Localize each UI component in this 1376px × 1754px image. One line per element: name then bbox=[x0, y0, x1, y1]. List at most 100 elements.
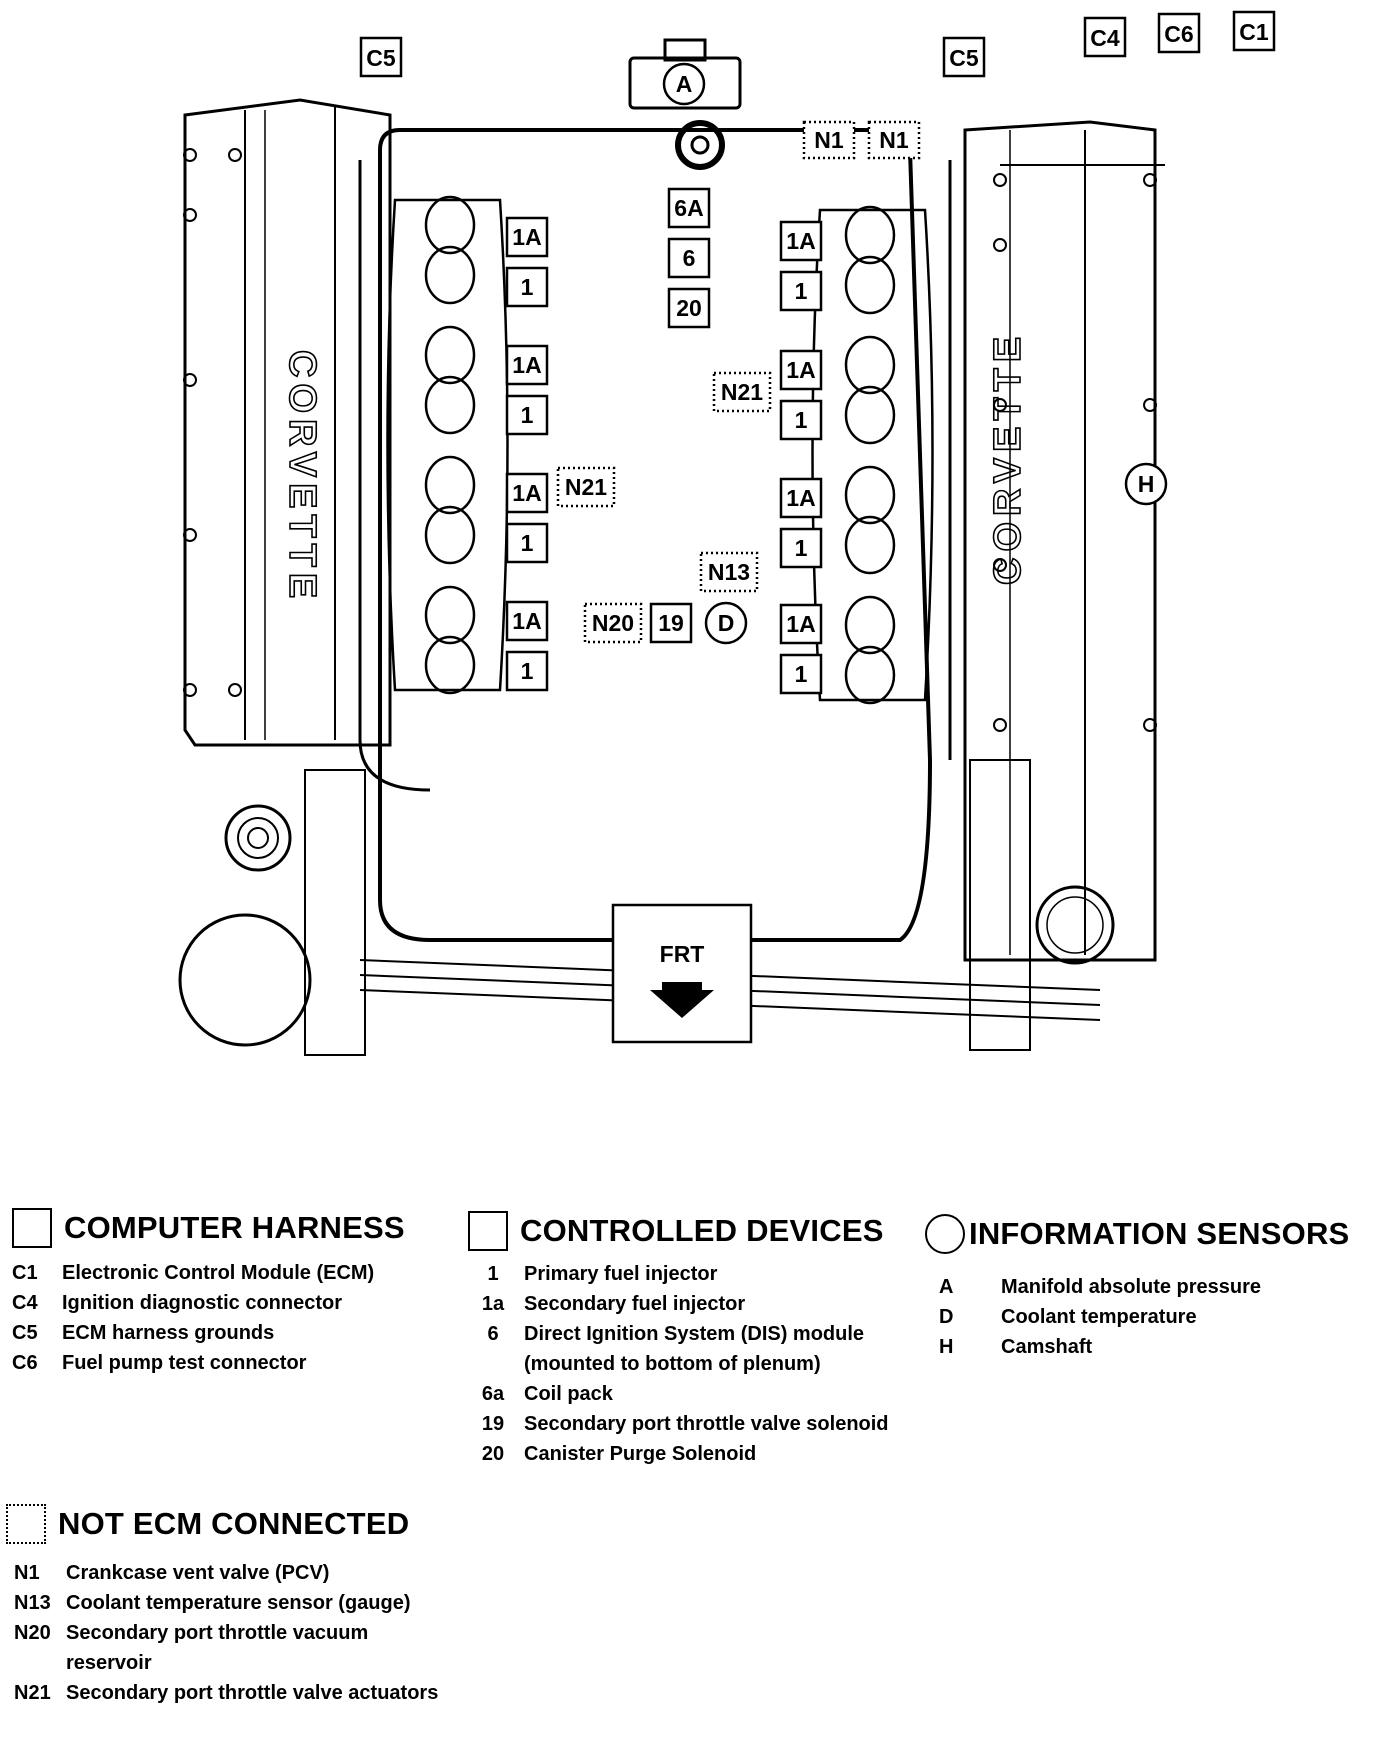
left-intake-runners bbox=[386, 195, 509, 695]
legend-title: COMPUTER HARNESS bbox=[12, 1208, 452, 1248]
callout-label: 1A bbox=[786, 611, 815, 637]
callout-1-right-2: 1 bbox=[779, 399, 823, 441]
callout-label: C1 bbox=[1239, 19, 1269, 45]
solid-box-icon bbox=[12, 1208, 52, 1248]
plenum-frame bbox=[378, 128, 933, 942]
callout-n20: N20 bbox=[583, 602, 643, 644]
callout-1-left-4: 1 bbox=[505, 650, 549, 692]
callout-1a-right-2: 1A bbox=[779, 349, 823, 391]
callout-c5-right: C5 bbox=[942, 36, 986, 78]
callout-c1: C1 bbox=[1232, 10, 1276, 52]
right-valve-cover bbox=[963, 120, 1157, 962]
callout-1-right-4: 1 bbox=[779, 653, 823, 695]
dotted-box-icon bbox=[6, 1504, 46, 1544]
callout-1a-left-1: 1A bbox=[505, 216, 549, 258]
callout-n1-right: N1 bbox=[867, 120, 921, 160]
callout-label: 20 bbox=[676, 295, 702, 321]
callout-1-left-3: 1 bbox=[505, 522, 549, 564]
callout-1a-left-4: 1A bbox=[505, 600, 549, 642]
callout-label: 1 bbox=[795, 535, 808, 561]
callout-label: N1 bbox=[879, 127, 909, 153]
callout-d: D bbox=[704, 601, 748, 645]
callout-label: N21 bbox=[565, 474, 607, 500]
callout-label: 1 bbox=[795, 278, 808, 304]
callout-h: H bbox=[1124, 462, 1168, 506]
callout-n1-left: N1 bbox=[802, 120, 856, 160]
left-cover-lettering: CORVETTE bbox=[281, 350, 323, 604]
callout-c6: C6 bbox=[1157, 12, 1201, 54]
callout-label: 1A bbox=[786, 357, 815, 383]
front-marker: FRT bbox=[611, 903, 753, 1044]
left-valve-cover bbox=[183, 98, 392, 747]
engine-drawing bbox=[178, 38, 1165, 1056]
callout-1a-left-2: 1A bbox=[505, 344, 549, 386]
circle-icon bbox=[925, 1214, 965, 1254]
callout-label: A bbox=[676, 71, 693, 97]
front-marker-label: FRT bbox=[660, 941, 705, 967]
callout-19: 19 bbox=[649, 602, 693, 644]
pulley bbox=[178, 913, 312, 1047]
callout-label: 6A bbox=[674, 195, 703, 221]
callout-label: 1 bbox=[521, 402, 534, 428]
callout-label: 19 bbox=[658, 610, 684, 636]
callout-6: 6 bbox=[667, 237, 711, 279]
callout-n21-right: N21 bbox=[712, 371, 772, 413]
callout-label: N1 bbox=[814, 127, 844, 153]
valve-cover-bolts bbox=[183, 148, 1157, 732]
callout-label: 1A bbox=[786, 485, 815, 511]
callout-label: 6 bbox=[683, 245, 696, 271]
callout-label: 1A bbox=[512, 480, 541, 506]
callout-1a-right-1: 1A bbox=[779, 220, 823, 262]
callout-1a-right-4: 1A bbox=[779, 603, 823, 645]
legend-title: INFORMATION SENSORS bbox=[925, 1214, 1370, 1254]
oil-filler-cap bbox=[1035, 885, 1115, 965]
engine-component-diagram: CORVETTE CORVETTE FRT C5 C5 C4 C6 C1 6A … bbox=[178, 10, 1276, 1056]
callout-6a: 6A bbox=[667, 187, 711, 229]
callout-label: N20 bbox=[592, 610, 634, 636]
callout-label: 1 bbox=[521, 658, 534, 684]
right-cover-lettering: CORVETTE bbox=[987, 331, 1029, 585]
callout-label: C5 bbox=[366, 45, 396, 71]
callout-c4: C4 bbox=[1083, 16, 1127, 58]
callout-1-left-2: 1 bbox=[505, 394, 549, 436]
callout-1-left-1: 1 bbox=[505, 266, 549, 308]
callout-label: H bbox=[1138, 471, 1155, 497]
callout-20: 20 bbox=[667, 287, 711, 329]
callout-label: 1A bbox=[512, 352, 541, 378]
callout-label: 1 bbox=[795, 407, 808, 433]
callout-n13: N13 bbox=[699, 551, 759, 593]
callout-label: 1A bbox=[512, 608, 541, 634]
legend-title: NOT ECM CONNECTED bbox=[6, 1504, 446, 1544]
callout-1-right-3: 1 bbox=[779, 527, 823, 569]
callout-c5-left: C5 bbox=[359, 36, 403, 78]
callout-n21-left: N21 bbox=[556, 466, 616, 508]
callout-a: A bbox=[662, 62, 706, 106]
throttle-body bbox=[628, 56, 742, 110]
callout-1a-left-3: 1A bbox=[505, 472, 549, 514]
callout-1-right-1: 1 bbox=[779, 270, 823, 312]
callout-label: 1A bbox=[512, 224, 541, 250]
callout-label: N21 bbox=[721, 379, 763, 405]
callout-label: C5 bbox=[949, 45, 979, 71]
callout-label: D bbox=[718, 610, 735, 636]
callout-label: N13 bbox=[708, 559, 750, 585]
